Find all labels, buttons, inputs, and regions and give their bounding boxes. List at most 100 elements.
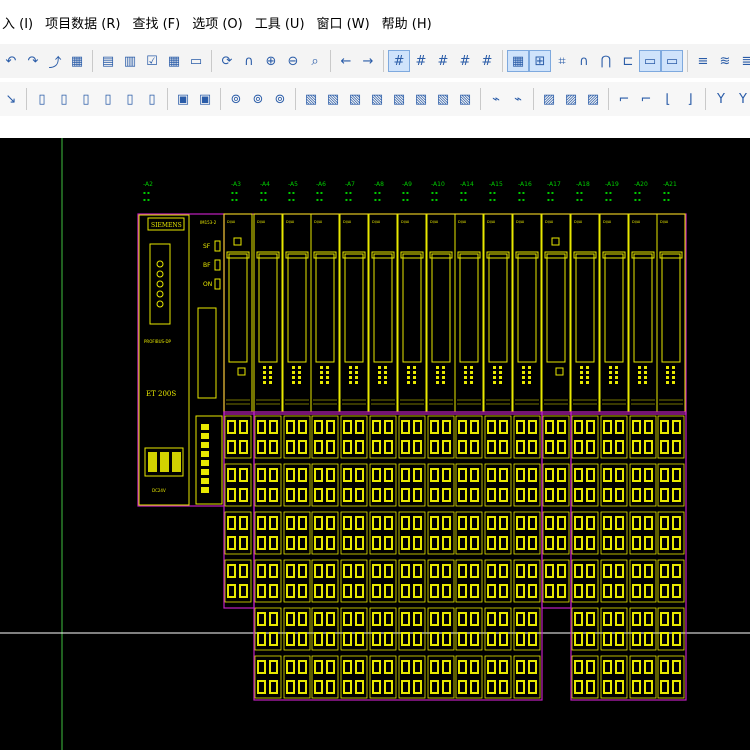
symbol-a-icon[interactable]: ⊚	[230, 91, 242, 107]
terminal-base	[571, 463, 599, 507]
redo-step-icon[interactable]: ⤴	[48, 55, 62, 71]
view-a-icon[interactable]: ▭	[639, 50, 661, 72]
magnet-icon[interactable]: ⋂	[600, 53, 612, 69]
window-icon[interactable]: ▭	[189, 53, 203, 69]
menu-item-2[interactable]: 查找 (F)	[132, 16, 181, 32]
module-led	[586, 376, 589, 379]
terminal-base	[629, 415, 657, 459]
doc-f-icon[interactable]: ▯	[148, 91, 156, 107]
layer-c-icon[interactable]: ≣	[737, 51, 750, 71]
terminal-slot	[605, 634, 610, 644]
connect-icon[interactable]: ⊏	[622, 53, 634, 69]
schematic-drawing[interactable]: -A2▪ ▪▪ ▪-A3▪ ▪▪ ▪-A4▪ ▪▪ ▪-A5▪ ▪▪ ▪-A6▪…	[0, 138, 750, 750]
device-d-icon[interactable]: ▧	[370, 91, 384, 107]
drawing-canvas[interactable]: -A2▪ ▪▪ ▪-A3▪ ▪▪ ▪-A4▪ ▪▪ ▪-A5▪ ▪▪ ▪-A6▪…	[0, 138, 750, 750]
device-c-icon[interactable]: ▧	[348, 91, 362, 107]
terminal-slot	[588, 662, 593, 672]
terminal-slot	[588, 490, 593, 500]
terminal-slot	[374, 566, 379, 576]
slot-sublabel: ▪ ▪	[374, 190, 381, 195]
module-cover-top	[226, 251, 250, 259]
terminal-slot	[328, 538, 333, 548]
device-f-icon[interactable]: ▧	[414, 91, 428, 107]
grid-e-icon[interactable]: #	[481, 53, 493, 69]
select-icon[interactable]: ↘	[5, 91, 17, 107]
menu-item-3[interactable]: 选项 (O)	[192, 16, 243, 32]
grid-toggle-icon[interactable]: ▦	[507, 50, 529, 72]
menu-item-6[interactable]: 帮助 (H)	[381, 16, 432, 32]
device-e-icon[interactable]: ▧	[392, 91, 406, 107]
grid-c-icon[interactable]: #	[437, 53, 449, 69]
page-alt-icon[interactable]: ▥	[123, 53, 137, 69]
terminal-slot	[460, 470, 465, 480]
menu-item-0[interactable]: 入 (I)	[2, 16, 34, 32]
branch-b-icon[interactable]: Y	[739, 91, 747, 107]
device-a-icon[interactable]: ▧	[304, 91, 318, 107]
layer-b-icon[interactable]: ≋	[719, 53, 731, 69]
terminal-slot	[617, 442, 622, 452]
doc-d-icon[interactable]: ▯	[104, 91, 112, 107]
terminal-a-icon[interactable]: ⌁	[492, 91, 500, 107]
refresh-icon[interactable]: ⟳	[221, 53, 233, 69]
menu-item-1[interactable]: 项目数据 (R)	[45, 16, 121, 32]
table-icon[interactable]: ▦	[167, 53, 181, 69]
terminal-slot	[403, 442, 408, 452]
zoom-out-icon[interactable]: ⊖	[287, 53, 299, 69]
symbol-b-icon[interactable]: ⊚	[252, 91, 264, 107]
terminal-frame	[253, 411, 543, 701]
zoom-in-icon[interactable]: ⊕	[265, 53, 277, 69]
check-page-icon[interactable]: ☑	[146, 53, 158, 69]
corner-a-icon[interactable]: ⌐	[618, 91, 630, 107]
terminal-b-icon[interactable]: ⌁	[514, 91, 522, 107]
wire-icon[interactable]: ∩	[579, 53, 589, 69]
hatch-b-icon[interactable]: ▨	[564, 91, 578, 107]
symbol-c-icon[interactable]: ⊚	[274, 91, 286, 107]
page-icon[interactable]: ▤	[101, 53, 115, 69]
doc-a-icon[interactable]: ▯	[38, 91, 46, 107]
device-g-icon[interactable]: ▧	[436, 91, 450, 107]
view-b-icon[interactable]: ▭	[661, 50, 683, 72]
menu-item-5[interactable]: 窗口 (W)	[316, 16, 370, 32]
module-led	[407, 376, 410, 379]
insert-a-icon[interactable]: ▣	[176, 91, 190, 107]
doc-e-icon[interactable]: ▯	[126, 91, 134, 107]
terminal-slot	[576, 586, 581, 596]
terminal-base	[571, 655, 599, 699]
module-led	[499, 381, 502, 384]
redo-icon[interactable]: ↷	[27, 53, 39, 69]
doc-c-icon[interactable]: ▯	[82, 91, 90, 107]
device-h-icon[interactable]: ▧	[458, 91, 472, 107]
branch-a-icon[interactable]: Y	[717, 91, 725, 107]
hatch-a-icon[interactable]: ▨	[542, 91, 556, 107]
io-module	[282, 213, 312, 413]
slot-label: -A6	[316, 181, 326, 188]
terminal-slot	[646, 662, 651, 672]
arrow-right-icon[interactable]: →	[362, 53, 374, 69]
snap-icon[interactable]: ⊞	[529, 50, 551, 72]
layer-a-icon[interactable]: ≡	[697, 53, 709, 69]
insert-b-icon[interactable]: ▣	[198, 91, 212, 107]
terminal-slot	[576, 662, 581, 672]
grid-view-icon[interactable]: ▦	[70, 53, 84, 69]
hatch-c-icon[interactable]: ▨	[586, 91, 600, 107]
module-led	[442, 376, 445, 379]
device-b-icon[interactable]: ▧	[326, 91, 340, 107]
corner-d-icon[interactable]: ⌋	[687, 91, 693, 107]
module-led	[499, 376, 502, 379]
cross-icon[interactable]: ⌗	[558, 53, 566, 69]
arrow-left-icon[interactable]: ←	[340, 53, 352, 69]
arc-icon[interactable]: ∩	[244, 53, 254, 69]
grid-a-icon[interactable]: #	[388, 50, 410, 72]
doc-b-icon[interactable]: ▯	[60, 91, 68, 107]
terminal-base	[224, 559, 252, 603]
terminal-slot	[415, 518, 420, 528]
zoom-100-icon[interactable]: ⌕	[311, 53, 319, 69]
corner-b-icon[interactable]: ⌐	[640, 91, 652, 107]
menu-item-4[interactable]: 工具 (U)	[254, 16, 305, 32]
terminal-base	[369, 463, 397, 507]
corner-c-icon[interactable]: ⌊	[665, 91, 671, 107]
grid-b-icon[interactable]: #	[415, 53, 427, 69]
grid-d-icon[interactable]: #	[459, 53, 471, 69]
module-led	[522, 366, 525, 369]
undo-icon[interactable]: ↶	[5, 53, 17, 69]
